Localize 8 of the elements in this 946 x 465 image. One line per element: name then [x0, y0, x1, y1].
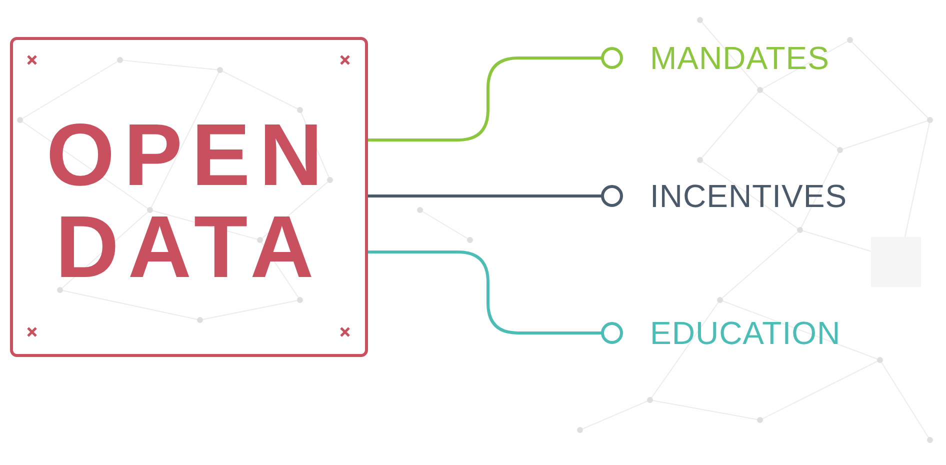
- title-box: [10, 37, 368, 357]
- branch-label: INCENTIVES: [650, 178, 848, 214]
- connector-line: [368, 47, 623, 142]
- branch-label: EDUCATION: [650, 314, 841, 352]
- title-text: OPEN DATA: [45, 104, 333, 293]
- connector-line: [368, 250, 623, 344]
- branch-label: MANDATES: [650, 40, 830, 76]
- connector-line: [368, 185, 623, 207]
